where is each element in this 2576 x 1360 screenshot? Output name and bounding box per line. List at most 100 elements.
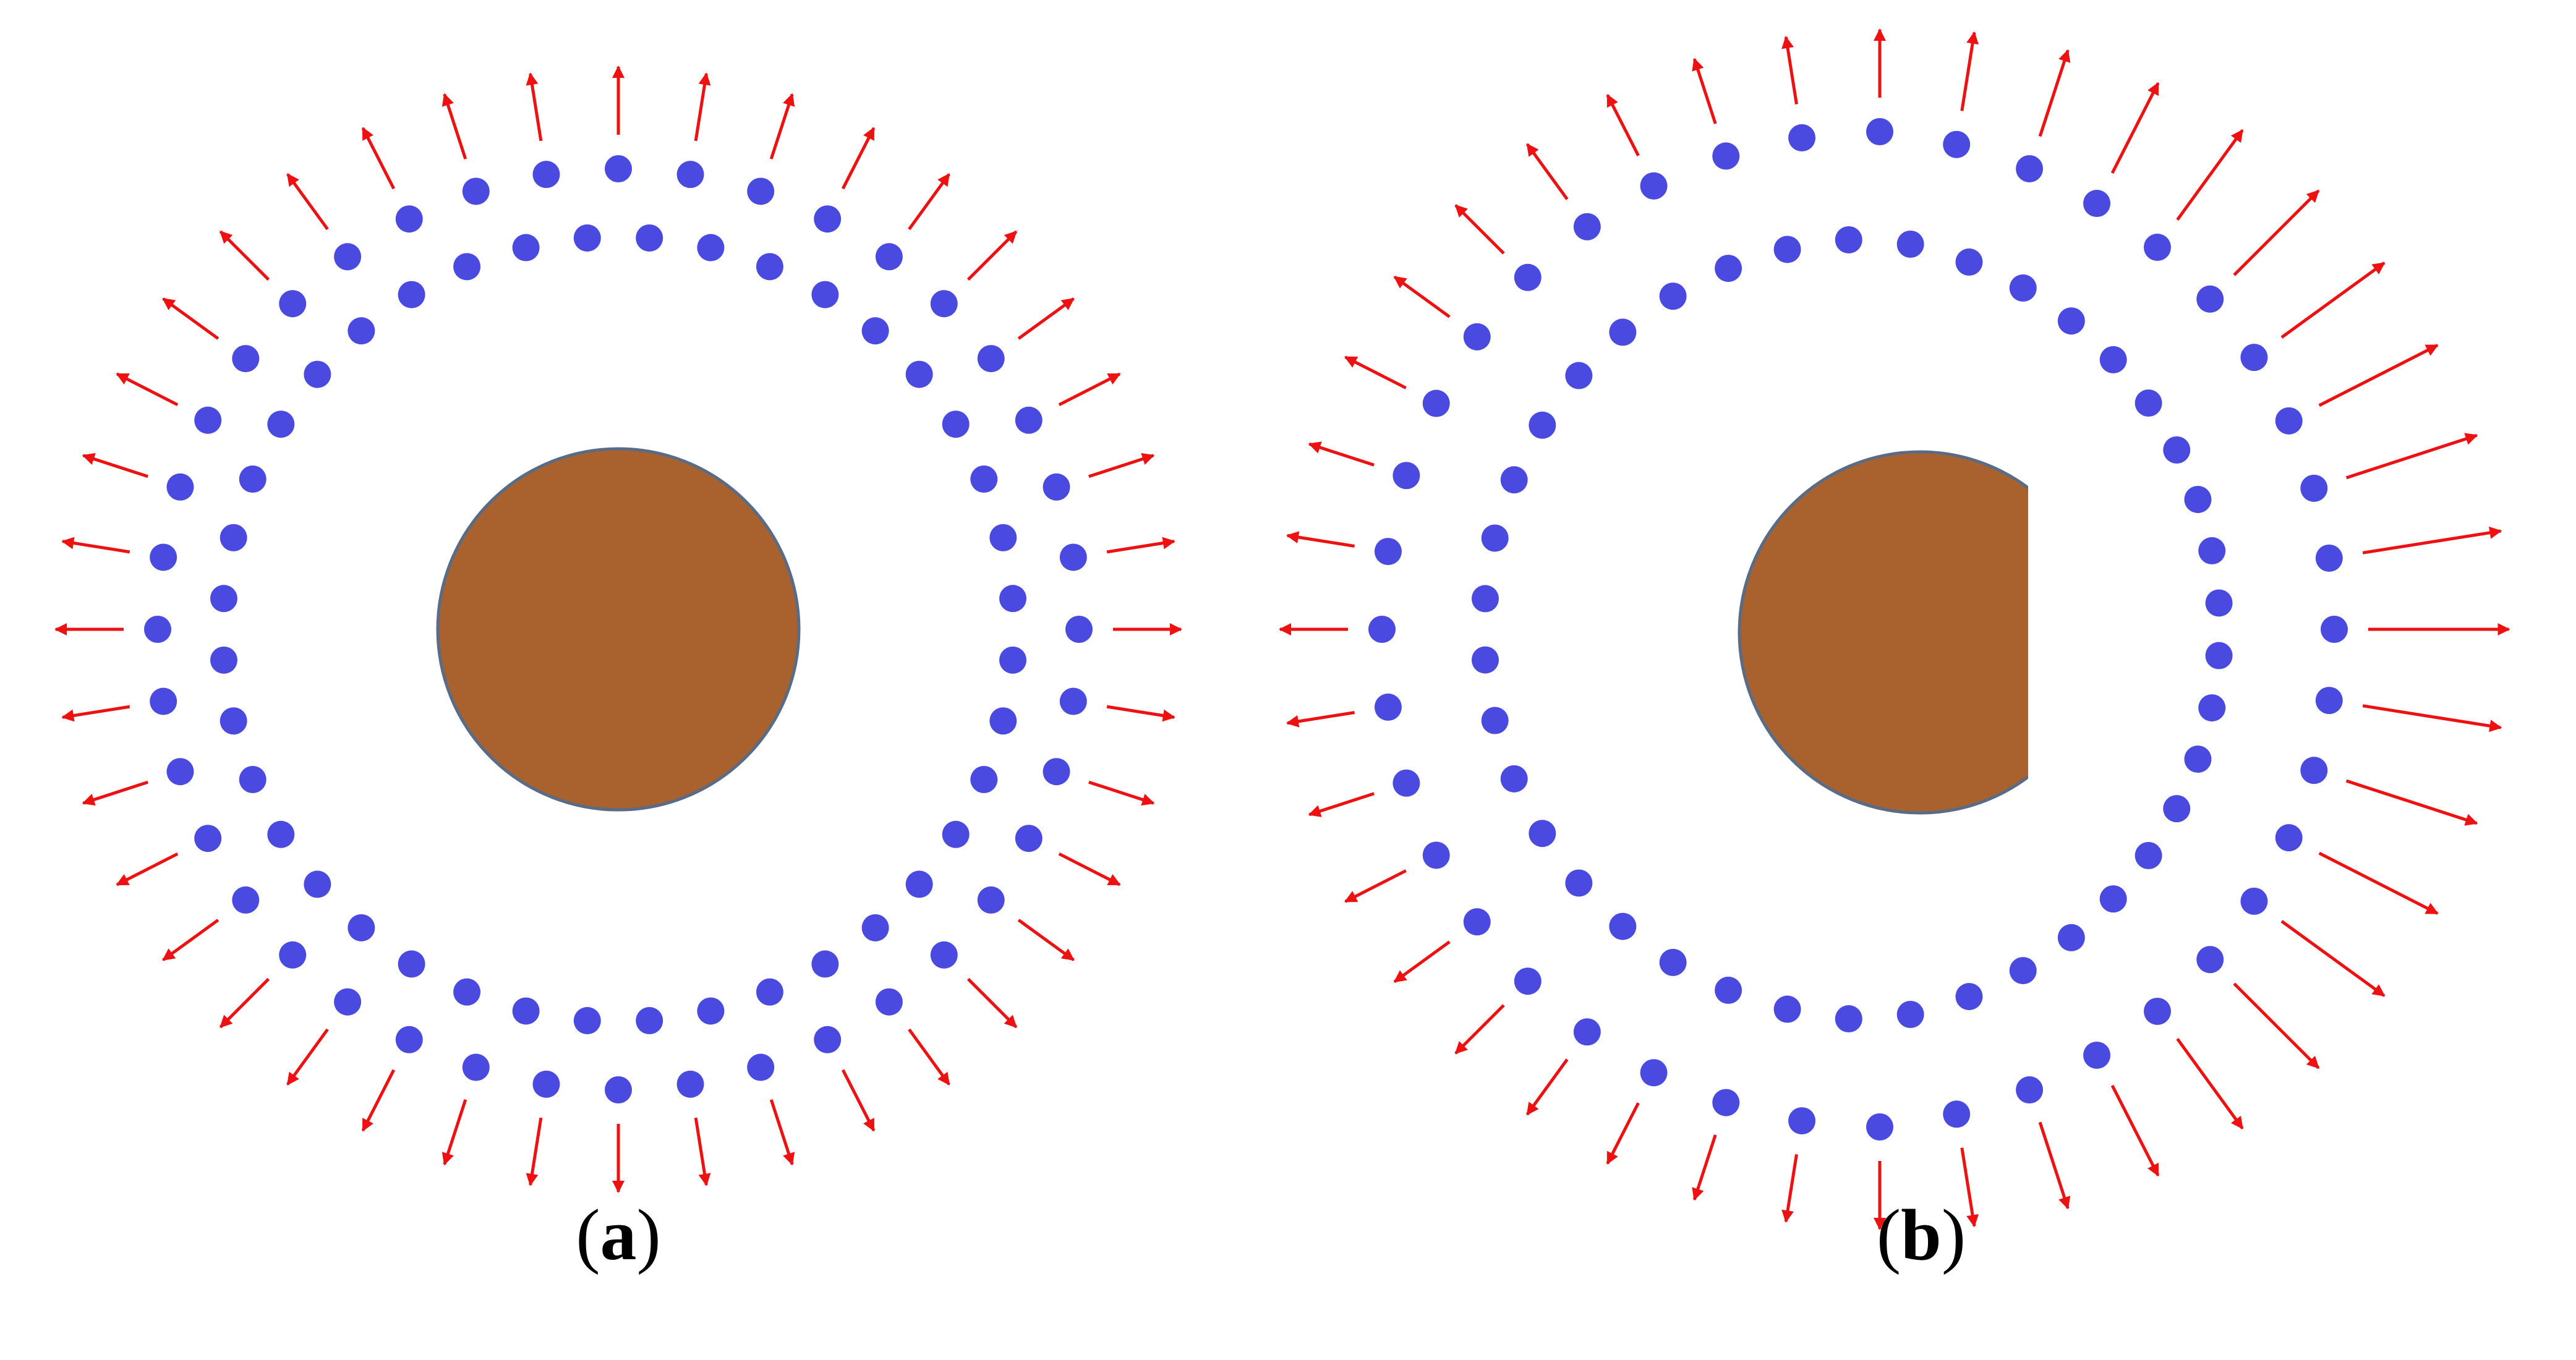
velocity-arrow (2362, 526, 2502, 555)
velocity-arrow (966, 977, 1018, 1029)
velocity-arrow (1106, 705, 1175, 722)
particle-dot (605, 1076, 632, 1103)
particle-dot (977, 886, 1005, 914)
particle-dot (334, 988, 362, 1016)
particle-dot (2184, 485, 2212, 513)
particle-dot (232, 886, 260, 914)
particle-dot (267, 410, 295, 438)
particle-dot (395, 205, 423, 233)
particle-dot (2300, 757, 2328, 784)
particle-dot (1043, 758, 1070, 786)
particle-dot (304, 360, 331, 388)
particle-dot (2275, 824, 2303, 852)
particle-dot (875, 988, 903, 1016)
particle-dot (1514, 967, 1542, 995)
particle-dot (210, 585, 237, 613)
velocity-arrow (1692, 1134, 1717, 1201)
particle-dot (2083, 1041, 2111, 1069)
particle-dot (1392, 769, 1420, 797)
velocity-arrow (1058, 372, 1121, 407)
velocity-arrow (1344, 355, 1407, 389)
velocity-arrow (1017, 919, 1075, 961)
particle-dot (811, 281, 839, 308)
velocity-arrow (2345, 433, 2478, 480)
particle-dot (747, 177, 775, 205)
particle-dot (532, 161, 560, 189)
particle-dot (194, 825, 222, 852)
velocity-arrow (908, 1028, 950, 1086)
particle-dot (239, 465, 267, 493)
velocity-arrow (769, 93, 795, 159)
particle-dot (1659, 283, 1687, 310)
velocity-arrow (1606, 1102, 1640, 1165)
velocity-arrow (82, 453, 148, 478)
velocity-arrow (694, 1117, 711, 1186)
particle-dot (756, 253, 783, 281)
particle-dot (1712, 1089, 1740, 1116)
velocity-arrow (841, 1069, 876, 1132)
velocity-arrow (2233, 189, 2320, 276)
particle-dot (942, 410, 970, 438)
velocity-arrow (1088, 453, 1155, 478)
velocity-arrow (2038, 1121, 2071, 1210)
velocity-arrow (2110, 1084, 2160, 1177)
particle-dot (1015, 825, 1043, 852)
particle-dot (999, 646, 1027, 674)
velocity-arrow (1525, 143, 1569, 200)
particle-dot (1609, 912, 1637, 940)
particle-dot (2099, 346, 2127, 373)
velocity-arrow (1286, 711, 1355, 728)
panel-b-diagram (1279, 28, 2510, 1230)
particle-dot (1866, 118, 1893, 145)
particle-dot (1866, 1113, 1893, 1141)
velocity-arrow (286, 1028, 329, 1086)
particle-dot (573, 224, 601, 252)
panel-a-diagram (54, 66, 1182, 1193)
particle-dot (1773, 236, 1801, 263)
velocity-arrow (219, 230, 270, 281)
particle-dot (1500, 765, 1528, 793)
particle-dot (2009, 957, 2037, 985)
particle-dot (970, 465, 998, 493)
particle-dot (1640, 1059, 1668, 1087)
particle-dot (304, 870, 331, 898)
particle-dot (1500, 466, 1528, 494)
velocity-arrow (526, 72, 543, 142)
velocity-arrow (82, 780, 148, 806)
particle-dot (2163, 436, 2191, 464)
particle-dot (1463, 323, 1491, 351)
particle-dot (1059, 687, 1087, 715)
particle-dot (279, 290, 307, 318)
particle-dot (150, 687, 177, 715)
particle-dot (2205, 642, 2233, 669)
particle-dot (2198, 694, 2226, 722)
particle-dot (462, 177, 490, 205)
velocity-arrow (2280, 920, 2386, 997)
velocity-arrow (2318, 344, 2439, 407)
particle-dot (636, 1007, 663, 1035)
particle-dot (1374, 693, 1402, 721)
particle-dot (232, 345, 260, 373)
particle-dot (2099, 885, 2127, 913)
particle-dot (697, 234, 725, 261)
velocity-arrow (1308, 792, 1375, 817)
velocity-arrow (1606, 93, 1640, 156)
particle-dot (2196, 285, 2224, 313)
particle-dot (2143, 997, 2171, 1025)
particle-dot (1896, 1001, 1924, 1029)
particle-dot (220, 524, 247, 551)
particle-dot (1471, 646, 1499, 674)
particle-dot (1043, 473, 1070, 501)
particle-dot (1896, 230, 1924, 258)
particle-dot (1640, 172, 1668, 200)
particle-dot (989, 524, 1017, 551)
particle-dot (2198, 537, 2226, 564)
velocity-arrow (2345, 779, 2478, 826)
particle-dot (1481, 707, 1509, 734)
particle-dot (220, 707, 247, 735)
particle-dot (1955, 983, 1983, 1011)
particle-dot (279, 941, 307, 969)
particle-dot (1463, 908, 1491, 936)
particle-dot (1955, 248, 1983, 276)
particle-dot (2135, 389, 2162, 417)
